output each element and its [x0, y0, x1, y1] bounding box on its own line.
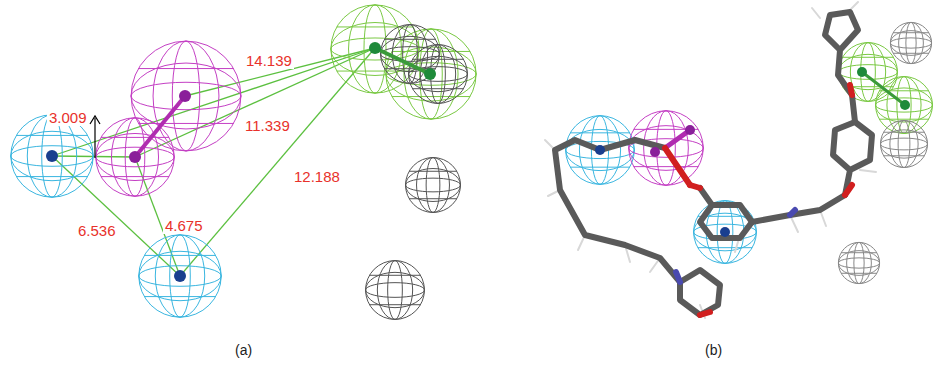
distance-value: 11.339 [243, 117, 292, 134]
panel-label: (b) [703, 342, 724, 359]
distance-lines [52, 48, 375, 276]
distance-value: 12.188 [292, 168, 342, 185]
panel-label: (a) [233, 342, 254, 359]
distance-value: 14.139 [244, 52, 294, 69]
distance-value: 3.009 [47, 109, 89, 126]
distance-value: 6.536 [76, 222, 118, 239]
molecule [545, 2, 910, 318]
distance-value: 4.675 [163, 217, 205, 234]
feature-centres [46, 42, 436, 282]
sphere-meshes [11, 5, 476, 320]
vector-arrow [90, 116, 100, 158]
